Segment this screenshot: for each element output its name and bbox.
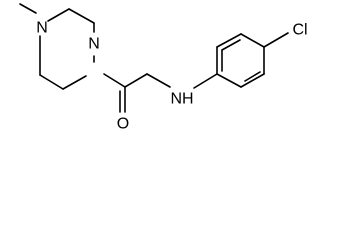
bonds bbox=[19, 3, 289, 113]
bond-methyl bbox=[19, 3, 37, 14]
bond-benzene-inner-1 bbox=[244, 71, 261, 82]
bond-ch2 bbox=[124, 73, 148, 88]
bond-benzene-2 bbox=[240, 73, 265, 88]
bond-benzene-4 bbox=[240, 33, 265, 48]
bond-ch2-nh bbox=[146, 73, 171, 88]
bond-ring-6 bbox=[39, 74, 64, 90]
bond-ring-1 bbox=[47, 8, 70, 22]
atom-labels: N N NH O Cl bbox=[36, 20, 307, 133]
bond-ring-5 bbox=[62, 75, 87, 90]
atom-nh-amine: NH bbox=[170, 91, 193, 108]
structure-diagram: N N NH O Cl bbox=[19, 3, 308, 133]
bond-ring-2 bbox=[68, 8, 95, 24]
bond-amide bbox=[103, 73, 126, 88]
atom-n-methyl: N bbox=[36, 20, 48, 37]
bond-benzene-5 bbox=[216, 33, 242, 48]
bond-benzene-inner-2 bbox=[221, 39, 241, 51]
atom-cl: Cl bbox=[292, 22, 307, 39]
bond-benzene-1 bbox=[216, 73, 242, 88]
bond-cl bbox=[263, 32, 289, 48]
bond-nh-ring bbox=[193, 73, 218, 89]
atom-o-carbonyl: O bbox=[117, 116, 129, 133]
atom-n-amide: N bbox=[88, 36, 100, 53]
